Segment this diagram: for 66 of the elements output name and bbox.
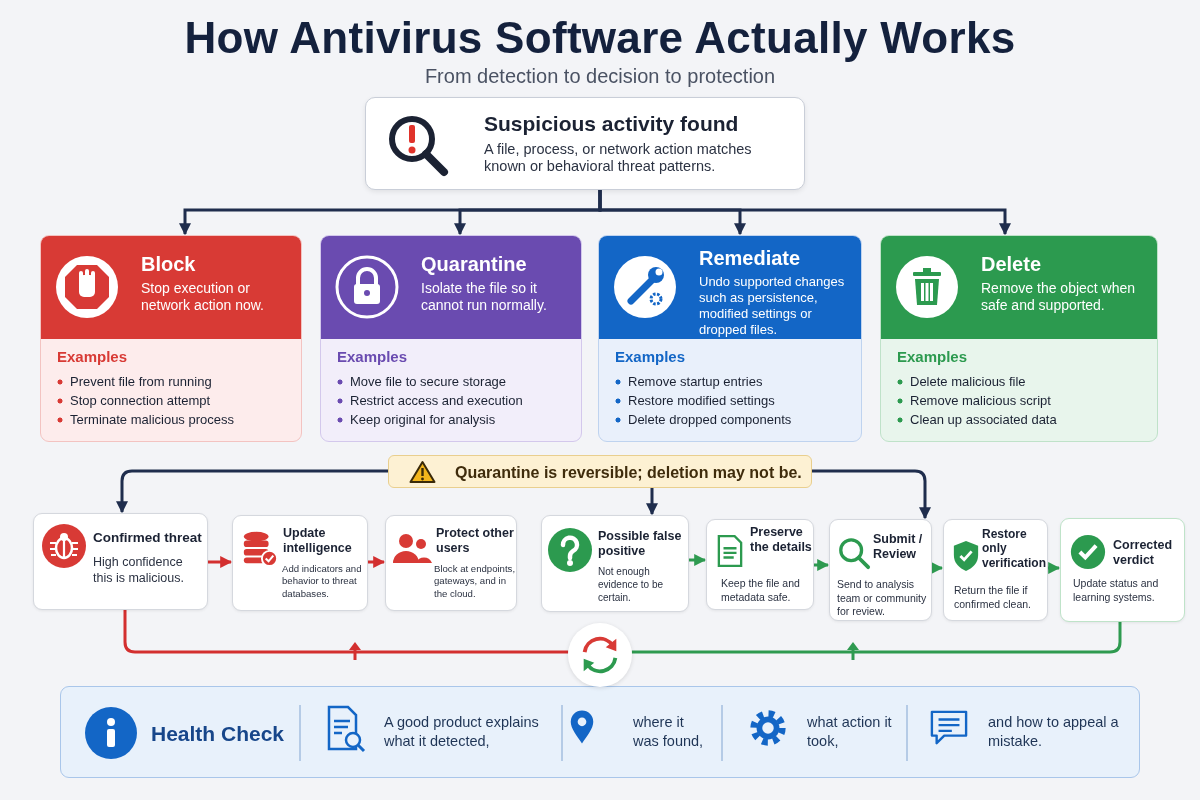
step-description: High confidence this is malicious. bbox=[93, 554, 185, 587]
panel-text: where it was found, bbox=[633, 713, 705, 751]
arrow bbox=[931, 562, 944, 574]
panel-text: and how to appeal a mistake. bbox=[988, 713, 1120, 751]
health-check-panel bbox=[60, 686, 1140, 778]
arrow bbox=[1048, 562, 1061, 574]
step-title: Submit / Review bbox=[873, 532, 924, 562]
note-text: Quarantine is reversible; deletion may not be. bbox=[455, 463, 802, 483]
card-title: Remediate bbox=[699, 246, 801, 270]
step-title: Update intelligence bbox=[283, 526, 353, 556]
examples-heading: Examples bbox=[57, 348, 128, 366]
panel-heading: Health Check bbox=[151, 721, 285, 747]
card-description: Stop execution or network action now. bbox=[141, 280, 265, 315]
step-description: Return the file if confirmed clean. bbox=[954, 584, 1033, 612]
panel-text: what action it took, bbox=[807, 713, 893, 751]
step-description: Keep the file and metadata safe. bbox=[721, 577, 801, 605]
step-title: Confirmed threat bbox=[93, 530, 203, 547]
step-card bbox=[1060, 518, 1185, 622]
step-title: Possible false positive bbox=[598, 529, 683, 559]
examples-heading: Examples bbox=[897, 348, 968, 366]
step-card bbox=[706, 519, 814, 610]
arrow bbox=[208, 556, 233, 568]
arrow bbox=[689, 554, 707, 566]
step-card bbox=[385, 515, 517, 611]
step-description: Send to analysis team or community for review. bbox=[837, 578, 928, 619]
card-title: Suspicious activity found bbox=[484, 111, 739, 137]
action-card bbox=[598, 235, 862, 442]
diagram-subtitle: From detection to decision to protection bbox=[423, 64, 777, 88]
diagram-title: How Antivirus Software Actually Works bbox=[183, 12, 1017, 64]
card-description: Remove the object when safe and supported. bbox=[981, 280, 1137, 315]
card-description: Undo supported changes such as persistence, modified settings or dropped files. bbox=[699, 274, 846, 338]
step-description: Update status and learning systems. bbox=[1073, 577, 1160, 605]
step-card bbox=[943, 519, 1048, 621]
action-card bbox=[880, 235, 1158, 442]
step-description: Not enough evidence to be certain. bbox=[598, 565, 665, 604]
card-description: Isolate the file so it cannot run normally. bbox=[421, 280, 548, 315]
cycle-badge bbox=[568, 623, 632, 687]
card-title: Delete bbox=[981, 252, 1042, 276]
card-title: Quarantine bbox=[421, 252, 527, 276]
arrow bbox=[812, 469, 931, 520]
connector-line bbox=[123, 610, 569, 654]
connector-line bbox=[631, 622, 1122, 654]
arrow bbox=[646, 488, 658, 516]
step-card bbox=[829, 519, 932, 621]
examples-heading: Examples bbox=[615, 348, 686, 366]
step-description: Add indicators and behavior to threat databases. bbox=[282, 563, 363, 601]
examples-heading: Examples bbox=[337, 348, 408, 366]
arrow bbox=[598, 190, 1011, 236]
arrow bbox=[814, 559, 830, 571]
alert-card bbox=[365, 97, 805, 190]
step-title: Restore only verification bbox=[982, 527, 1046, 571]
action-card bbox=[40, 235, 302, 442]
step-card bbox=[33, 513, 208, 610]
card-description: A file, process, or network action matches known or behavioral threat patterns. bbox=[484, 141, 753, 176]
panel-text: A good product explains what it detected, bbox=[384, 713, 540, 751]
step-title: Corrected verdict bbox=[1113, 538, 1174, 568]
warning-note bbox=[388, 455, 812, 488]
arrow bbox=[368, 556, 386, 568]
step-card bbox=[232, 515, 368, 611]
step-description: Block at endpoints, gateways, and in the cloud. bbox=[434, 563, 517, 601]
action-card bbox=[320, 235, 582, 442]
card-title: Block bbox=[141, 252, 196, 276]
step-title: Preserve the details bbox=[750, 525, 812, 555]
step-title: Protect other users bbox=[436, 526, 515, 556]
arrow bbox=[116, 469, 388, 514]
step-card bbox=[541, 515, 689, 612]
